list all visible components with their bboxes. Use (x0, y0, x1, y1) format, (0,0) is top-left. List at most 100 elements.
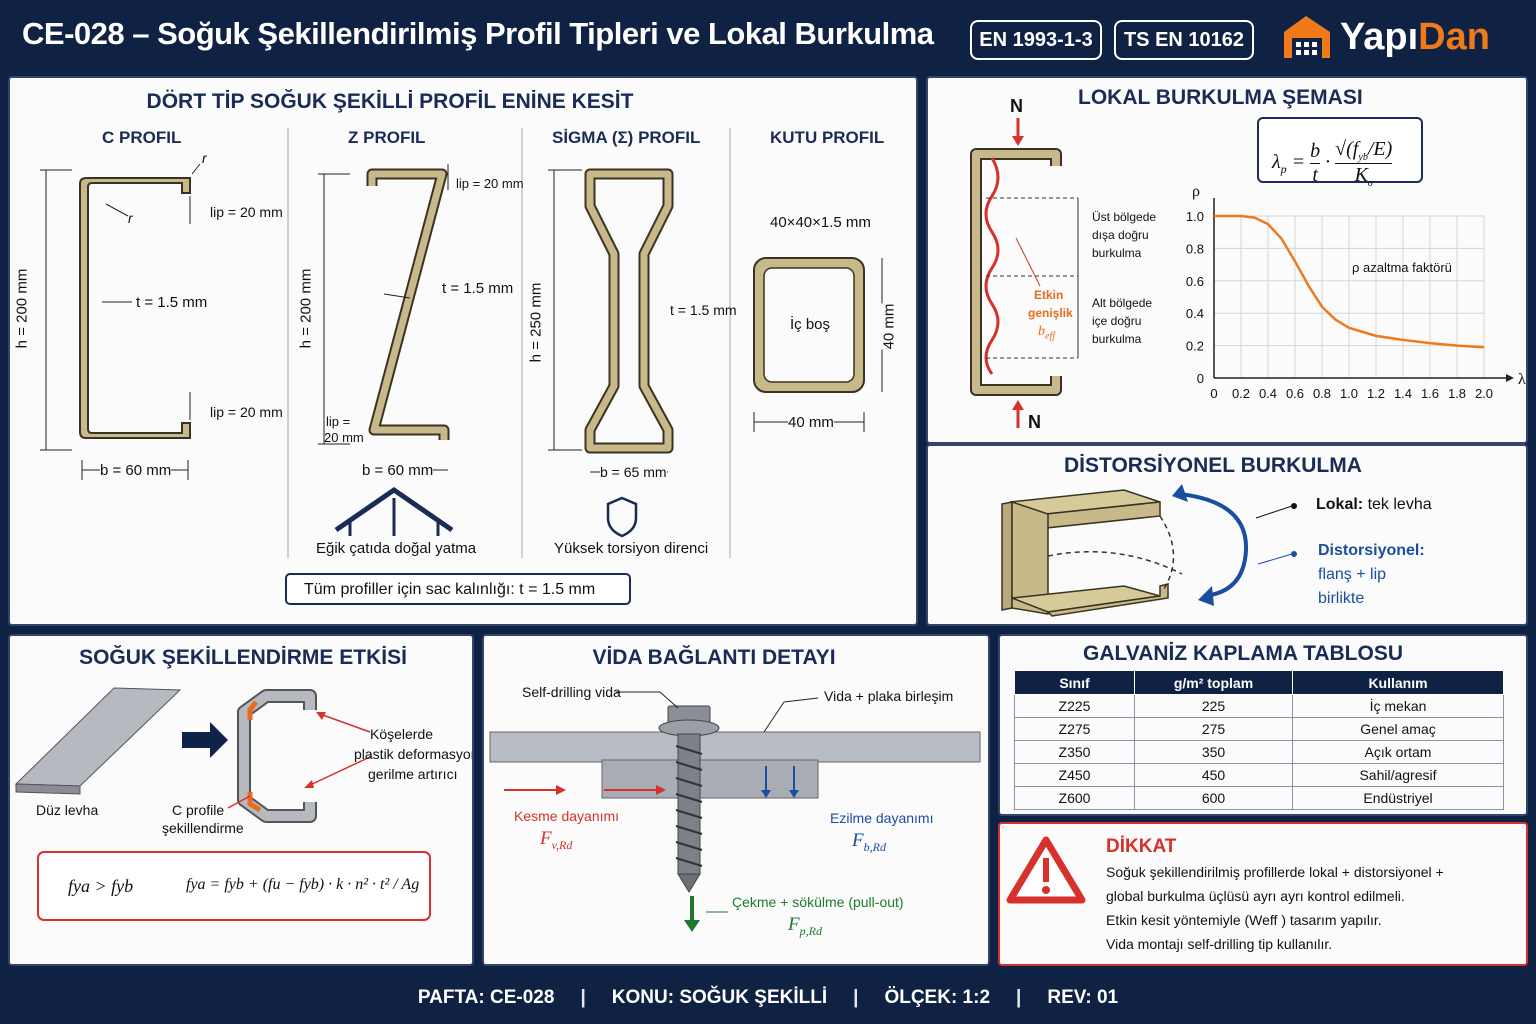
box-h-dim: 40 mm (880, 303, 898, 350)
x-tick-label: 0.4 (1259, 386, 1277, 401)
eff-c: beff (1038, 324, 1055, 342)
y-tick-label: 0.4 (1186, 306, 1204, 321)
lower-a: Alt bölgede (1092, 296, 1153, 310)
c-h-dim: h = 200 mm (13, 268, 31, 349)
sigma-note: Yüksek torsiyon direnci (554, 540, 709, 557)
galvanize-panel: GALVANİZ KAPLAMA TABLOSU Sınıf g/m² topl… (998, 634, 1528, 816)
galv-cell: İç mekan (1292, 694, 1504, 718)
z-b-dim: b = 60 mm (362, 462, 434, 479)
eff-symbol: b (1038, 324, 1045, 339)
local-buckling-drawing (970, 117, 1423, 428)
sigma-t-dim: t = 1.5 mm (670, 302, 737, 318)
page-title: CE-028 – Soğuk Şekillendirilmiş Profil T… (22, 16, 934, 51)
cold-forming-panel: SOĞUK ŞEKİLLENDİRME ETKİSİ Düz levha C p… (8, 634, 474, 966)
x-tick-label: 1.4 (1394, 386, 1412, 401)
c-profile-shape (79, 177, 191, 439)
galv-cell: Endüstriyel (1292, 786, 1504, 810)
dist-a: Distorsiyonel: (1318, 542, 1425, 559)
box-size: 40×40×1.5 mm (770, 214, 871, 231)
shear-label: Kesme dayanımı (514, 808, 620, 824)
z-h-dim: h = 200 mm (297, 268, 315, 349)
y-tick-label: 0.6 (1186, 274, 1204, 289)
z-lip-top: lip = 20 mm (456, 176, 524, 191)
pullout-symbol: Fp,Rd (788, 914, 822, 939)
x-tick-label: 0 (1210, 386, 1217, 401)
x-tick-label: 1.0 (1340, 386, 1358, 401)
c-radius-top: r (202, 150, 207, 166)
galv-cell: 600 (1134, 786, 1293, 810)
y-tick-label: 0.8 (1186, 241, 1204, 256)
pullout-label: Çekme + sökülme (pull-out) (732, 894, 904, 910)
box-w-dim: 40 mm (788, 414, 834, 431)
local-buckling-panel: LOKAL BURKULMA ŞEMASI N N Üst bölgede dı… (926, 76, 1528, 444)
warning-line-1: Soğuk şekillendirilmiş profillerde lokal… (1106, 864, 1444, 880)
warning-line-2: global burkulma üçlüsü ayrı ayrı kontrol… (1106, 888, 1405, 904)
galv-cell: 350 (1134, 740, 1293, 764)
dist-b: flanş + lip (1318, 566, 1387, 583)
lambda-symbol: λ (1272, 151, 1281, 174)
header: CE-028 – Soğuk Şekillendirilmiş Profil T… (0, 0, 1536, 72)
galv-cell: Z600 (1014, 786, 1135, 810)
x-tick-label: 0.6 (1286, 386, 1304, 401)
c-profile-name: C PROFIL (102, 128, 182, 147)
shape-b: şekillendirme (162, 820, 244, 836)
galv-cell: Z350 (1014, 740, 1135, 764)
brand-second: Dan (1418, 16, 1490, 58)
corner-b: plastik deformasyon / (354, 746, 474, 762)
galv-cell: 275 (1134, 717, 1293, 741)
c-lip-top: lip = 20 mm (210, 204, 283, 220)
warning-line-4: Vida montajı self-drilling tip kullanılı… (1106, 936, 1333, 952)
upper-b: dışa doğru (1092, 228, 1149, 242)
eff-a: Etkin (1034, 288, 1064, 302)
standard-badge-en: EN 1993-1-3 (970, 20, 1102, 60)
x-axis-arrow (1506, 374, 1514, 382)
footer-separator: | (580, 987, 586, 1008)
sigma-h-dim: h = 250 mm (527, 282, 545, 363)
lower-c: burkulma (1092, 332, 1142, 346)
bearing-sub: b,Rd (863, 839, 886, 854)
z-profile-name: Z PROFIL (348, 128, 426, 147)
shield-icon (606, 496, 638, 538)
x-tick-label: 1.8 (1448, 386, 1466, 401)
galv-cell: Açık ortam (1292, 740, 1504, 764)
self-drilling-label: Self-drilling vida (522, 684, 621, 700)
galv-cell: Genel amaç (1292, 717, 1504, 741)
box-profile-shape (753, 257, 865, 393)
shape-a: C profile (172, 802, 225, 818)
building-logo-icon (1284, 16, 1330, 58)
screw-panel: VİDA BAĞLANTI DETAYI Self-drilling vida … (482, 634, 990, 966)
cold-title: SOĞUK ŞEKİLLENDİRME ETKİSİ (79, 646, 407, 669)
sigma-profile-shape (584, 168, 674, 454)
y-tick-label: 0.2 (1186, 339, 1204, 354)
brand-first: Yapı (1340, 16, 1419, 58)
bearing-label: Ezilme dayanımı (830, 810, 934, 826)
standard-badge-ts: TS EN 10162 (1114, 20, 1254, 60)
formula-a: fya > fyb (68, 876, 134, 896)
load-n-top: N (1010, 96, 1023, 116)
local-note: Lokal: tek levha (1316, 496, 1432, 514)
footer-separator: | (853, 987, 859, 1008)
galv-cell: Sahil/agresif (1292, 763, 1504, 787)
shear-sub: v,Rd (551, 837, 573, 852)
roof-icon (334, 486, 454, 536)
footer-scale: ÖLÇEK: 1:2 (884, 987, 991, 1008)
box-profile-name: KUTU PROFIL (770, 128, 885, 147)
footer-rev: REV: 01 (1047, 987, 1119, 1008)
distortion-title: DİSTORSİYONEL BURKULMA (1064, 454, 1362, 477)
x-tick-label: 0.2 (1232, 386, 1250, 401)
z-profile-shape (366, 168, 450, 440)
y-tick-label: 0 (1197, 371, 1204, 386)
sigma-profile-name: SİGMA (Σ) PROFIL (552, 128, 701, 147)
warning-triangle-icon (1006, 836, 1086, 904)
upper-c: burkulma (1092, 246, 1142, 260)
brand-name: YapıDan (1340, 16, 1490, 59)
galv-cell: Z450 (1014, 763, 1135, 787)
screw-drawing (489, 691, 981, 932)
x-tick-label: 1.2 (1367, 386, 1385, 401)
cold-forming-drawing (14, 687, 431, 921)
rho-series-line (1214, 214, 1485, 349)
